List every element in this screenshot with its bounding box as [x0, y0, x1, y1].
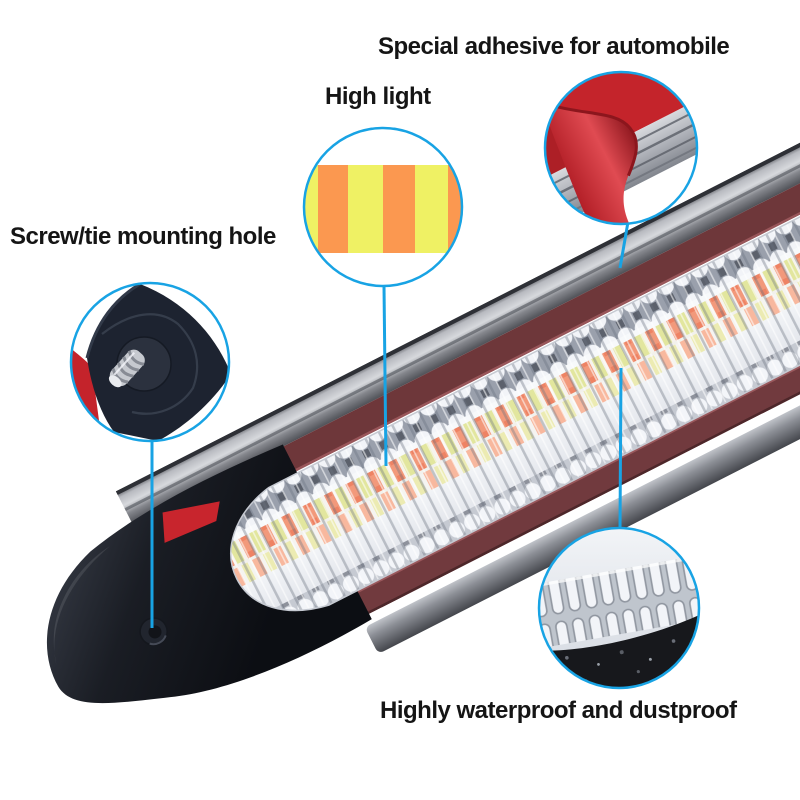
- mounting-hole: [139, 617, 168, 646]
- adhesive-callout-line: [618, 221, 630, 269]
- screw-mount-label: Screw/tie mounting hole: [10, 223, 276, 250]
- adhesive-label: Special adhesive for automobile: [378, 33, 730, 60]
- screw: [108, 349, 145, 388]
- light-bar-base-strip: [366, 320, 800, 652]
- light-bar: [47, 119, 800, 704]
- callout-lines: [150, 221, 630, 628]
- rubber-base: [539, 607, 699, 688]
- light-bar-metal-back: [115, 119, 800, 524]
- peeled-tape-curl: [545, 102, 637, 224]
- red-edge: [71, 346, 100, 428]
- light-bar-maroon-trim: [132, 151, 800, 660]
- cap-groove: [101, 313, 199, 415]
- high-light-label: High light: [325, 83, 431, 110]
- waterproof-callout-line: [618, 367, 623, 530]
- silicone-ribs: [539, 554, 699, 651]
- screw-callout-circle: [69, 281, 231, 443]
- waterproof-label: Highly waterproof and dustproof: [380, 697, 737, 724]
- led-stripes: [304, 165, 462, 253]
- highlight-callout-line: [382, 285, 388, 467]
- highlight-callout-circle: [302, 126, 464, 288]
- adhesive-tape-sliver: [162, 501, 220, 543]
- waterproof-callout-circle: [537, 526, 701, 690]
